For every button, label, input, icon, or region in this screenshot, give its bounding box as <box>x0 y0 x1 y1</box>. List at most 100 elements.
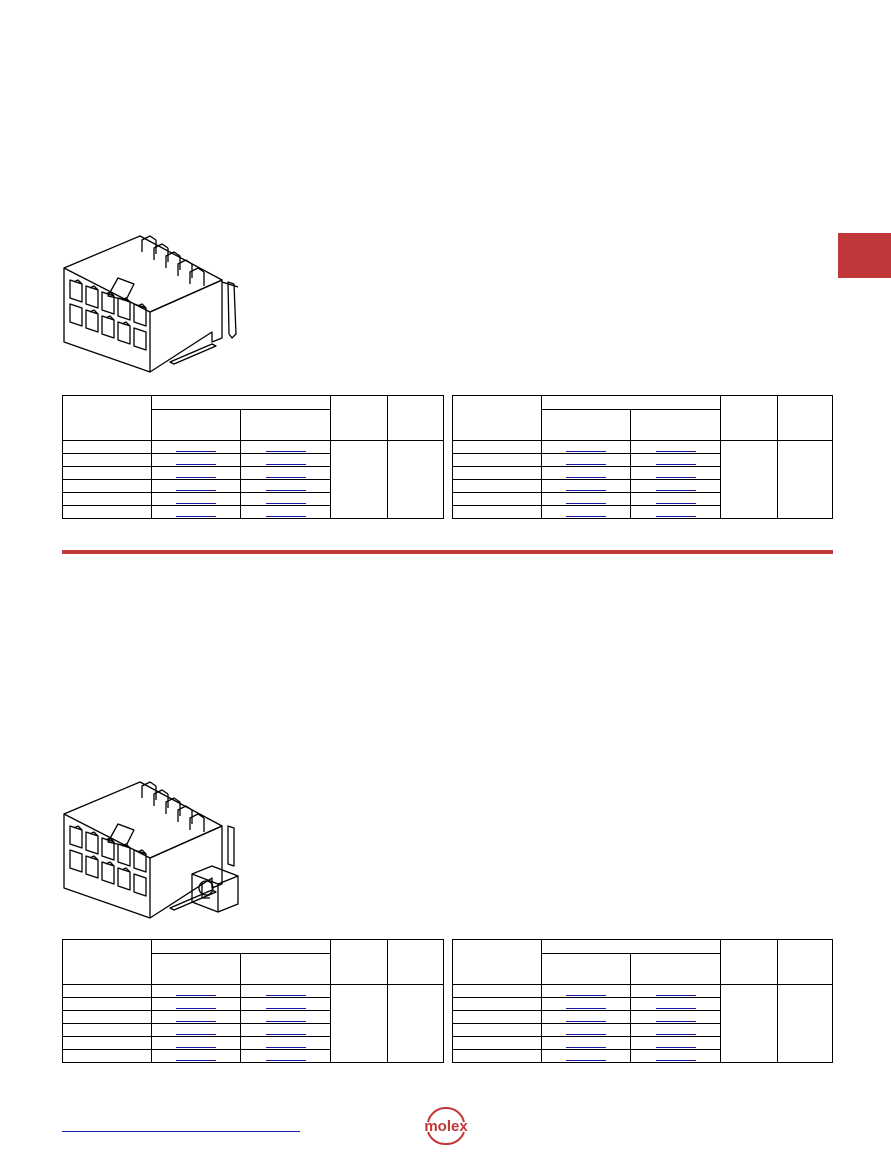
table-cell <box>240 984 331 998</box>
part-link[interactable] <box>265 1034 306 1035</box>
table-cell <box>541 1010 632 1024</box>
part-link[interactable] <box>655 503 696 504</box>
header-cell <box>151 409 242 441</box>
part-link[interactable] <box>265 477 306 478</box>
part-link[interactable] <box>655 464 696 465</box>
header-cell <box>776 939 834 985</box>
table-cell <box>630 440 721 454</box>
section-tab <box>838 233 891 278</box>
part-link[interactable] <box>176 1047 217 1048</box>
part-link[interactable] <box>176 464 217 465</box>
table-cell <box>630 997 721 1011</box>
part-link[interactable] <box>265 503 306 504</box>
table-cell <box>541 1023 632 1037</box>
part-link[interactable] <box>566 503 607 504</box>
svg-text:molex: molex <box>424 1118 468 1135</box>
part-link[interactable] <box>176 995 217 996</box>
header-cell <box>541 939 721 954</box>
spec-table-upper-right <box>451 395 834 519</box>
part-link[interactable] <box>655 1034 696 1035</box>
product-illustration-upper <box>52 232 252 377</box>
part-link[interactable] <box>566 516 607 517</box>
table-cell <box>61 492 153 506</box>
part-link[interactable] <box>265 490 306 491</box>
table-cell <box>451 453 543 467</box>
header-cell <box>329 939 388 985</box>
part-link[interactable] <box>655 477 696 478</box>
part-link[interactable] <box>566 451 607 452</box>
table-cell <box>240 505 331 519</box>
part-link[interactable] <box>655 1047 696 1048</box>
part-link[interactable] <box>265 1047 306 1048</box>
table-cell <box>240 1023 331 1037</box>
part-link[interactable] <box>655 1008 696 1009</box>
table-cell <box>541 479 632 493</box>
header-cell <box>329 395 388 441</box>
header-cell <box>630 953 721 985</box>
table-cell <box>630 479 721 493</box>
table-cell <box>61 505 153 519</box>
spec-table-lower-right <box>451 939 834 1063</box>
table-cell <box>451 492 543 506</box>
part-link[interactable] <box>265 1021 306 1022</box>
part-link[interactable] <box>566 995 607 996</box>
part-link[interactable] <box>655 995 696 996</box>
table-cell <box>240 1036 331 1050</box>
part-link[interactable] <box>566 1008 607 1009</box>
part-link[interactable] <box>176 503 217 504</box>
part-link[interactable] <box>566 1021 607 1022</box>
table-cell <box>61 466 153 480</box>
part-link[interactable] <box>655 516 696 517</box>
table-cell <box>61 1049 153 1063</box>
part-link[interactable] <box>566 490 607 491</box>
part-link[interactable] <box>265 1008 306 1009</box>
part-link[interactable] <box>176 1060 217 1061</box>
header-cell <box>451 395 543 441</box>
table-cell <box>630 1049 721 1063</box>
part-link[interactable] <box>265 995 306 996</box>
header-cell <box>719 395 778 441</box>
part-link[interactable] <box>265 451 306 452</box>
part-link[interactable] <box>176 1034 217 1035</box>
part-link[interactable] <box>655 1021 696 1022</box>
part-link[interactable] <box>566 1034 607 1035</box>
table-cell <box>541 466 632 480</box>
table-cell <box>719 440 778 519</box>
part-link[interactable] <box>655 1060 696 1061</box>
table-cell <box>151 1036 242 1050</box>
table-cell <box>451 1049 543 1063</box>
part-link[interactable] <box>176 1008 217 1009</box>
table-cell <box>451 1010 543 1024</box>
table-cell <box>776 984 834 1063</box>
table-cell <box>541 440 632 454</box>
part-link[interactable] <box>265 464 306 465</box>
product-illustration-lower <box>52 778 252 923</box>
table-cell <box>451 984 543 998</box>
part-link[interactable] <box>176 516 217 517</box>
header-cell <box>151 939 331 954</box>
table-cell <box>151 1010 242 1024</box>
header-cell <box>151 953 242 985</box>
part-link[interactable] <box>176 490 217 491</box>
part-link[interactable] <box>566 1047 607 1048</box>
part-link[interactable] <box>176 477 217 478</box>
part-link[interactable] <box>265 1060 306 1061</box>
table-cell <box>541 453 632 467</box>
header-cell <box>386 395 445 441</box>
footer-website-link[interactable] <box>62 1131 300 1132</box>
part-link[interactable] <box>265 516 306 517</box>
part-link[interactable] <box>566 477 607 478</box>
header-cell <box>630 409 721 441</box>
part-link[interactable] <box>566 464 607 465</box>
table-cell <box>329 440 388 519</box>
table-cell <box>541 505 632 519</box>
table-cell <box>329 984 388 1063</box>
table-cell <box>240 440 331 454</box>
part-link[interactable] <box>176 1021 217 1022</box>
part-link[interactable] <box>566 1060 607 1061</box>
part-link[interactable] <box>176 451 217 452</box>
part-link[interactable] <box>655 490 696 491</box>
table-cell <box>61 997 153 1011</box>
table-cell <box>630 505 721 519</box>
part-link[interactable] <box>655 451 696 452</box>
